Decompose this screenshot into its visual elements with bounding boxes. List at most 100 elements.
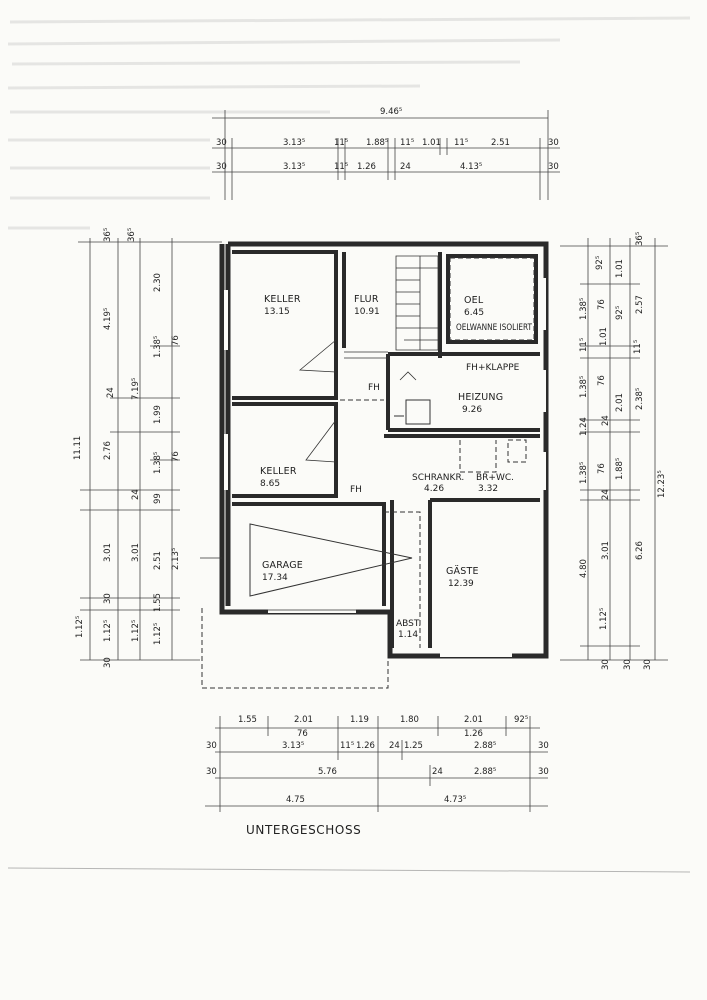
dim-right-c3-2: 11⁵: [633, 340, 643, 354]
dim-bot-r3-2: 11⁵: [340, 741, 354, 751]
dim-top-r2-1: 3.13⁵: [283, 162, 305, 172]
dim-bot-r1-5: 92⁵: [514, 715, 528, 725]
plan-title: UNTERGESCHOSS: [246, 823, 361, 837]
room-labels: KELLER 13.15 FLUR 10.91 OEL 6.45 OELWANN…: [260, 294, 532, 640]
room-flur-area: 10.91: [354, 307, 380, 317]
dim-left-c3-8: 2.13⁵: [171, 548, 181, 570]
dim-right-c4-2: 6.26: [635, 541, 645, 560]
dim-left-c1-5: 1.12⁵: [75, 616, 85, 638]
dim-left-c1-0: 36⁵: [103, 228, 113, 242]
dim-top-r2-5: 4.13⁵: [460, 162, 482, 172]
dim-right-c1-7: 1.12⁵: [599, 608, 609, 630]
dim-bot-r3-1: 3.13⁵: [282, 741, 304, 751]
dim-left-c3-1: 1.38⁵: [153, 336, 163, 358]
dim-bot-r1-3: 1.80: [400, 715, 419, 725]
room-keller-1-name: KELLER: [264, 294, 301, 305]
room-brwc-area: 3.32: [478, 484, 498, 494]
dim-bot-r3-6: 2.88⁵: [474, 741, 496, 751]
dim-top-r1-2: 11⁵: [334, 138, 348, 148]
dim-right-c2-2: 1.01: [599, 327, 609, 346]
dim-bot-r3-0: 30: [206, 741, 217, 751]
dim-bot-r3-3: 1.26: [356, 741, 375, 751]
dim-right-c2-1: 76: [597, 299, 607, 310]
dim-top-r2-3: 1.26: [357, 162, 376, 172]
dim-right-c2-7: 3.01: [601, 541, 611, 560]
dim-left-c1-4: 30: [103, 593, 113, 604]
right-dimensions: 92⁵ 1.38⁵ 11⁵ 1.38⁵ 1.24 1.38⁵ 4.80 1.12…: [560, 232, 668, 670]
dim-right-c1-5: 1.38⁵: [579, 462, 589, 484]
dim-left-c1-3: 3.01: [103, 543, 113, 562]
dim-right-c2-0: 1.01: [615, 259, 625, 278]
room-gaeste-name: GÄSTE: [446, 566, 479, 577]
dim-right-c2-5: 76: [597, 463, 607, 474]
room-keller-1-area: 13.15: [264, 307, 290, 317]
dim-bot-r1-2: 1.19: [350, 715, 369, 725]
dim-right-c2-3: 76: [597, 375, 607, 386]
dim-right-c1-4: 1.24: [579, 417, 589, 436]
dim-top-r2-6: 30: [548, 162, 559, 172]
dim-left-c3-3: 1.99: [153, 405, 163, 424]
room-oel-name: OEL: [464, 295, 484, 306]
dim-bot-r2-1: 1.26: [464, 729, 483, 739]
dim-top-r1-5: 1.01: [422, 138, 441, 148]
room-schrankr-name: SCHRANKR.: [412, 473, 464, 483]
dashed-lines: [201, 257, 535, 689]
dim-right-c1-6: 4.80: [579, 559, 589, 578]
dim-left-c3-6: 99: [153, 493, 163, 504]
dim-left-c3-9: 1.55: [153, 593, 163, 612]
dim-bot-r5-0: 4.75: [286, 795, 305, 805]
dim-left-overall: 11.11: [73, 436, 83, 460]
dim-right-c3-1: 92⁵: [615, 306, 625, 320]
room-garage-area: 17.34: [262, 573, 288, 583]
dim-right-c1-0: 92⁵: [595, 256, 605, 270]
dim-bot-r3-4: 24: [389, 741, 400, 751]
top-dimensions: 9.46⁵ 30 3.13⁵ 11⁵ 1.88⁵ 11⁵ 1.01 11⁵ 2.…: [212, 107, 560, 200]
dim-right-c1-3: 1.38⁵: [579, 376, 589, 398]
bottom-dimensions: 1.55 2.01 1.19 1.80 2.01 92⁵ 76 1.26 30 …: [205, 715, 549, 812]
room-fh-1: FH: [368, 383, 380, 393]
dim-right-c3-3: 2.01: [615, 393, 625, 412]
dim-top-r1-8: 30: [548, 138, 559, 148]
dim-top-r1-7: 2.51: [491, 138, 510, 148]
room-abst-area: 1.14: [398, 630, 418, 640]
dim-right-c4-3: 30: [643, 659, 653, 670]
dim-left-c3-5: 76: [171, 451, 181, 462]
room-garage-name: GARAGE: [262, 560, 303, 571]
dim-bot-r4-0: 30: [206, 767, 217, 777]
dim-left-c2-2: 24: [106, 387, 116, 398]
dim-right-overall: 12.23⁵: [657, 470, 667, 498]
dim-left-c2-0: 36⁵: [127, 228, 137, 242]
dim-left-c3-4: 1.38⁵: [153, 452, 163, 474]
scan-artifacts: [7, 16, 691, 873]
room-keller-2-name: KELLER: [260, 466, 297, 477]
room-heizung-area: 9.26: [462, 405, 482, 415]
dim-left-c3-7: 2.51: [153, 551, 163, 570]
dim-left-c1-7: 1.12⁵: [103, 620, 113, 642]
dim-top-r1-4: 11⁵: [400, 138, 414, 148]
dim-bot-r1-0: 1.55: [238, 715, 257, 725]
walls: [219, 241, 549, 659]
room-fh-klappe: FH+KLAPPE: [466, 363, 520, 373]
dim-left-c2-3: 24: [131, 489, 141, 500]
dim-top-r1-3: 1.88⁵: [366, 138, 388, 148]
dim-left-c1-1: 4.19⁵: [103, 308, 113, 330]
dim-left-c2-5: 1.12⁵: [131, 620, 141, 642]
dim-right-c4-0: 2.57: [635, 295, 645, 314]
dim-right-c1-2: 11⁵: [579, 338, 589, 352]
dim-left-c3-2: 76: [171, 335, 181, 346]
dim-right-c3-4: 1.88⁵: [615, 458, 625, 480]
dim-right-c1-1: 1.38⁵: [579, 298, 589, 320]
dim-bot-r4-1: 5.76: [318, 767, 337, 777]
dim-right-c1-8: 30: [601, 659, 611, 670]
garage-triangle: [249, 523, 413, 597]
left-dimensions: 11.11 36⁵ 4.19⁵ 2.76 3.01 30 1.12⁵ 30 1.…: [73, 228, 222, 668]
dim-right-c2-4: 24: [601, 415, 611, 426]
dim-top-r2-0: 30: [216, 162, 227, 172]
dim-left-c3-0: 2.30: [153, 273, 163, 292]
windows: [224, 278, 546, 657]
dim-right-c3-0: 36⁵: [635, 232, 645, 246]
room-oel-note: OELWANNE ISOLIERT: [456, 323, 532, 333]
room-fh-2: FH: [350, 485, 362, 495]
room-gaeste-area: 12.39: [448, 579, 474, 589]
